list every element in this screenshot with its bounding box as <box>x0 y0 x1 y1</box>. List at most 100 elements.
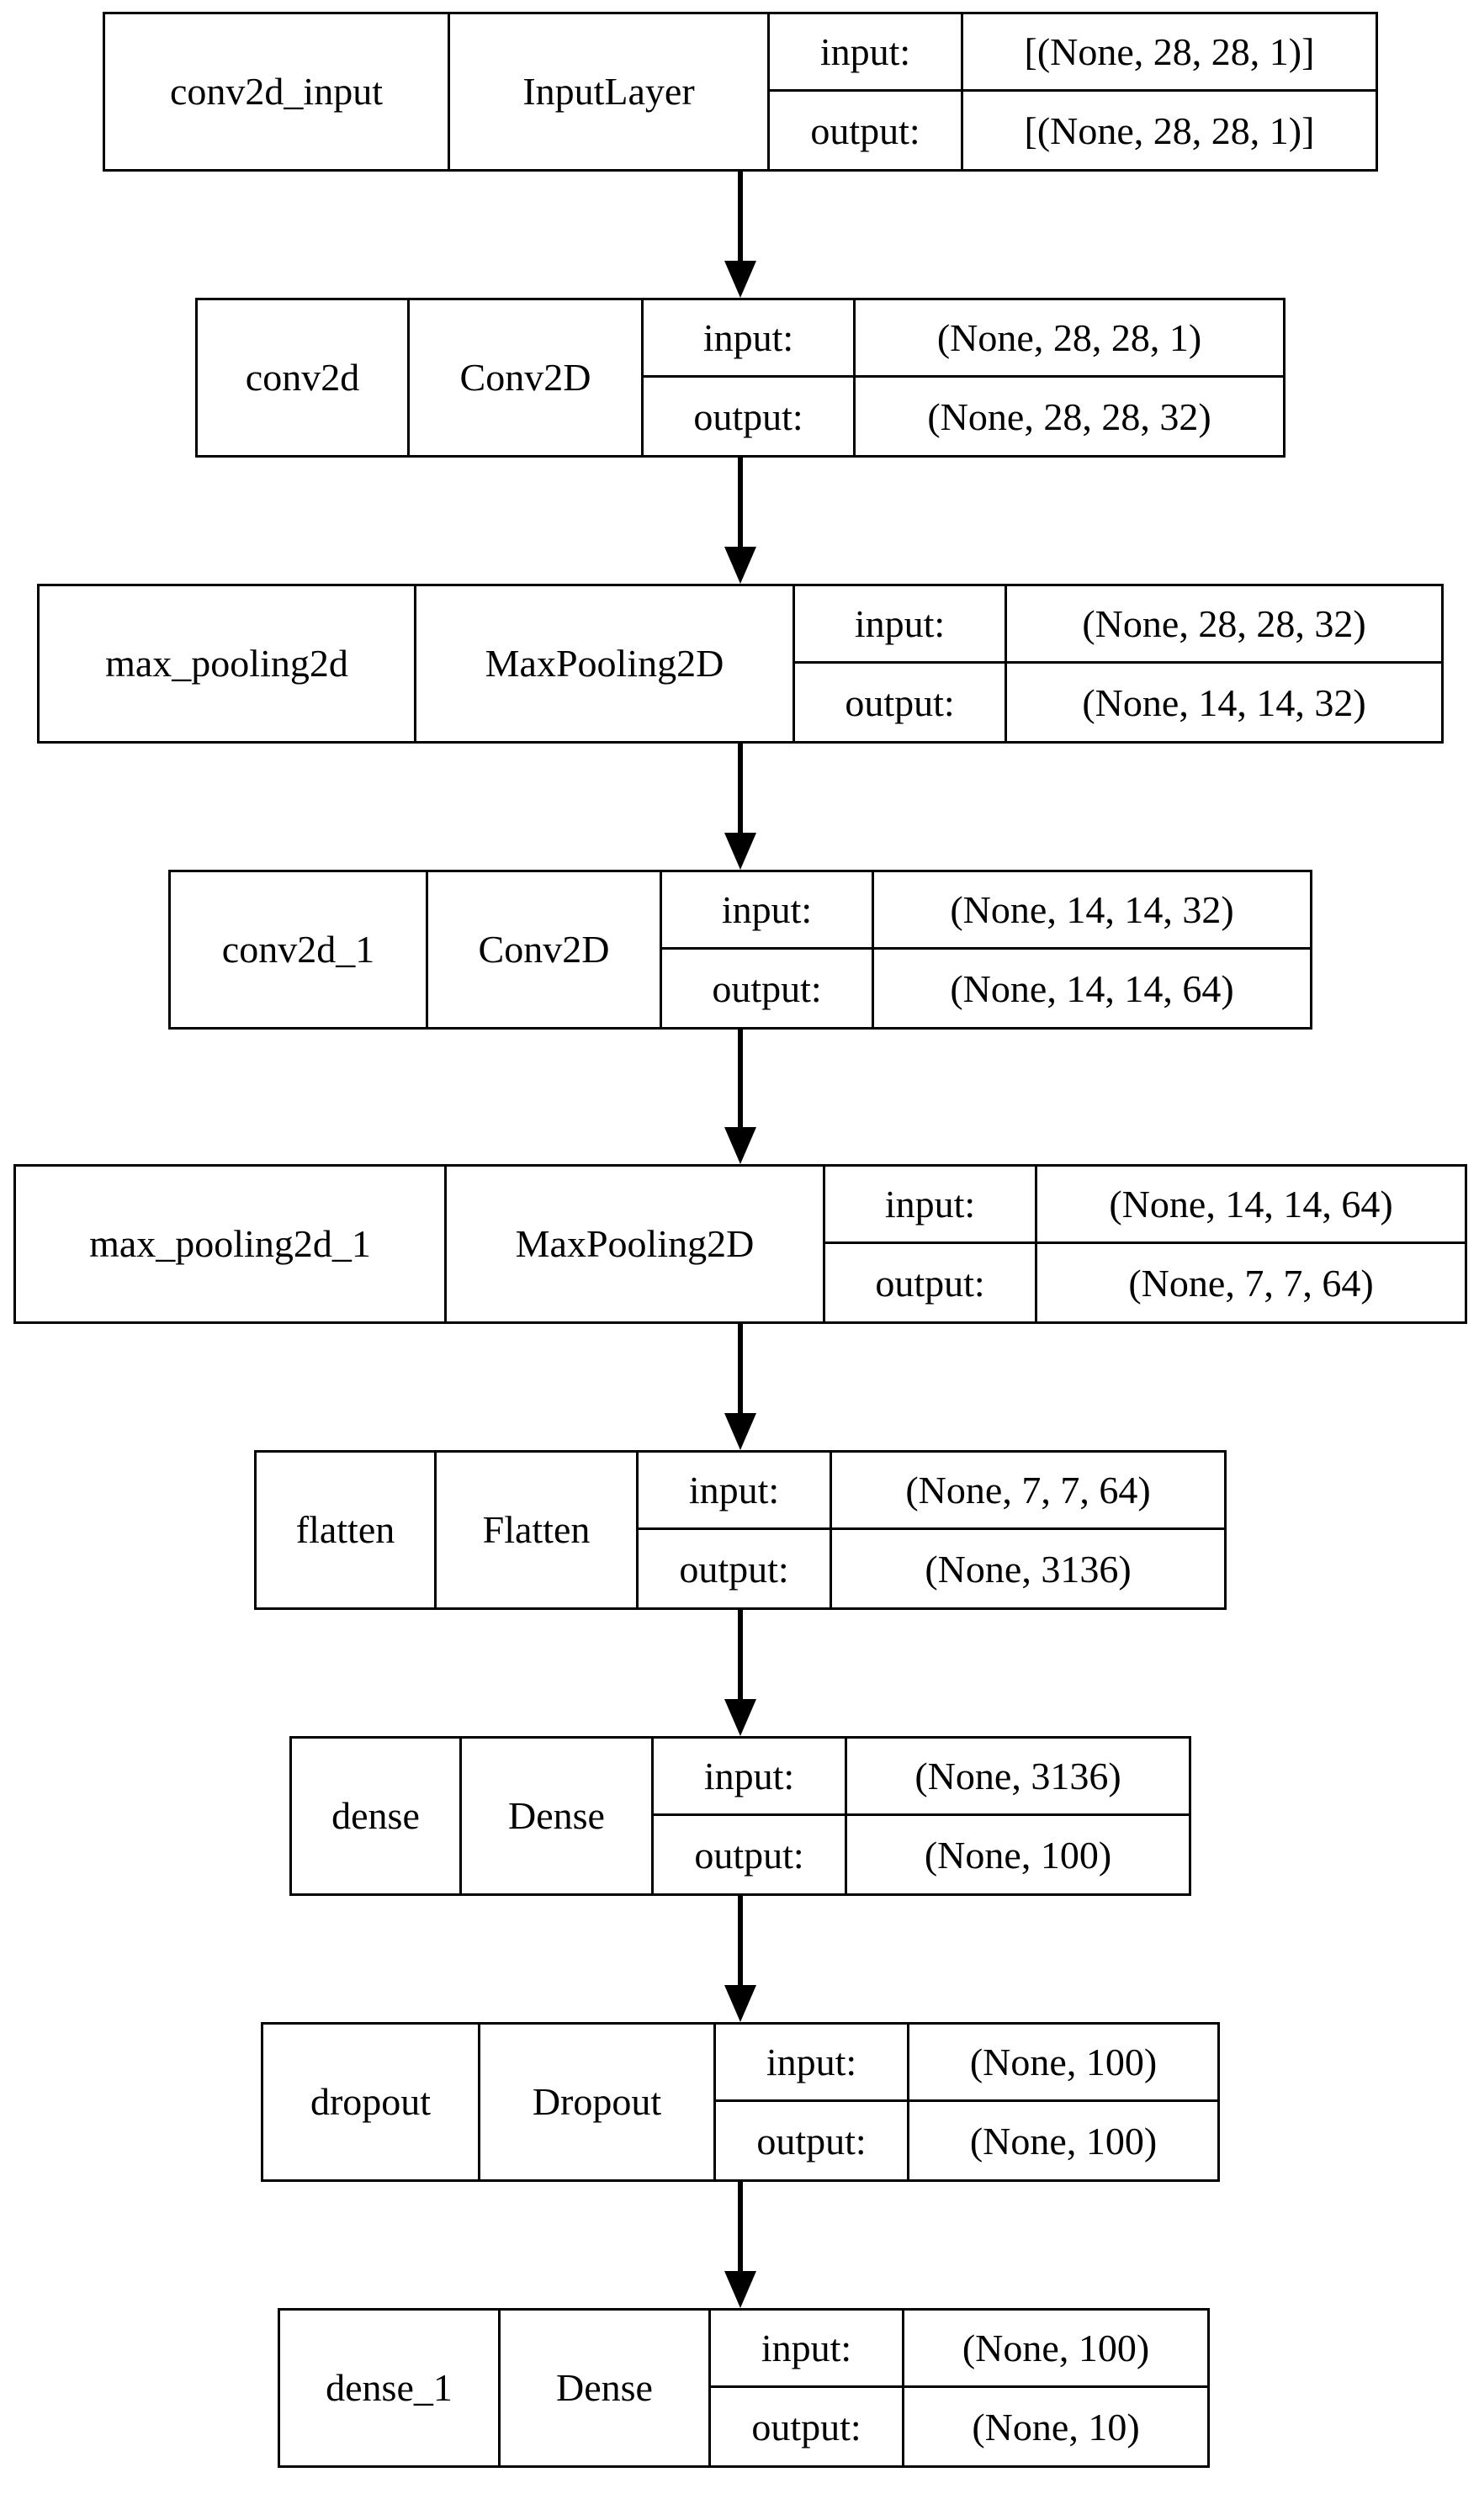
output-shape: (None, 3136) <box>925 1547 1132 1591</box>
layer-output-row: output: (None, 7, 7, 64) <box>825 1244 1465 1321</box>
output-shape: (None, 100) <box>924 1833 1112 1877</box>
input-shape: (None, 100) <box>962 2327 1150 2369</box>
layer-io-table: input: [(None, 28, 28, 1)] output:[(None, … <box>770 14 1376 169</box>
layer-type: Flatten <box>437 1453 639 1607</box>
layer-type: Dense <box>462 1739 654 1893</box>
output-label: output: <box>639 1530 832 1607</box>
layer-io-table: input: (None, 7, 7, 64) output: (None, 3136… <box>639 1453 1224 1607</box>
output-shape: (None, 14, 14, 32) <box>1082 680 1366 724</box>
layer-output-row: output: (None, 10) <box>711 2388 1207 2465</box>
edge-shaft <box>738 172 743 266</box>
layer-io-table: input: (None, 28, 28, 1) output:(None, 28,… <box>644 300 1283 455</box>
layer-io-table: input:(None, 100)output: (None, 100) <box>716 2025 1217 2179</box>
layer-io-table: input: (None, 28, 28, 32) output: (None, 14… <box>795 586 1441 741</box>
layer-name: dense <box>292 1739 462 1893</box>
arrow-head-icon <box>724 2271 756 2308</box>
input-label: input: <box>644 300 856 375</box>
layer-type: InputLayer <box>450 14 770 169</box>
edge-shaft <box>738 1896 743 1990</box>
layer-output-row: output: (None, 14, 14, 64) <box>662 950 1310 1027</box>
output-label: output: <box>825 1244 1037 1321</box>
input-label: input: <box>654 1739 847 1813</box>
layer-input-row: input: (None, 3136) <box>654 1739 1189 1816</box>
layer-type: Dropout <box>480 2025 716 2179</box>
layer-input-row: input: (None, 28, 28, 32) <box>795 586 1441 664</box>
layer-output-row: output: (None, 14, 14, 32) <box>795 664 1441 741</box>
layer-type: MaxPooling2D <box>416 586 795 741</box>
layer-name: dense_1 <box>280 2311 501 2465</box>
output-label: output: <box>711 2388 904 2465</box>
output-shape: (None, 10) <box>972 2405 1140 2449</box>
output-label: output: <box>654 1816 847 1893</box>
input-shape: (None, 7, 7, 64) <box>905 1469 1151 1511</box>
output-shape: (None, 28, 28, 32) <box>927 394 1211 438</box>
edge-shaft <box>738 1030 743 1132</box>
layer-output-row: output:[(None, 28, 28, 1)] <box>770 92 1376 169</box>
arrow-head-icon <box>724 1699 756 1736</box>
output-shape: (None, 7, 7, 64) <box>1128 1261 1374 1305</box>
output-shape: (None, 100) <box>969 2119 1158 2163</box>
layer-io-table: input: (None, 3136) output: (None, 100) <box>654 1739 1189 1893</box>
layer-input-row: input: (None, 14, 14, 32) <box>662 872 1310 950</box>
input-label: input: <box>795 586 1007 661</box>
layer-name: conv2d_input <box>105 14 450 169</box>
layer-type: MaxPooling2D <box>447 1167 825 1321</box>
layer-input-row: input:(None, 14, 14, 64) <box>825 1167 1465 1244</box>
layer-output-row: output: (None, 100) <box>654 1816 1189 1893</box>
arrow-head-icon <box>724 833 756 870</box>
arrow-head-icon <box>724 1127 756 1164</box>
input-label: input: <box>662 872 874 947</box>
layer-name: max_pooling2d_1 <box>16 1167 447 1321</box>
input-shape: (None, 3136) <box>914 1755 1121 1797</box>
edge-shaft <box>738 1324 743 1418</box>
input-shape: [(None, 28, 28, 1)] <box>1024 30 1315 73</box>
layer-name: conv2d <box>198 300 410 455</box>
input-label: input: <box>711 2311 904 2385</box>
layer-type: Conv2D <box>410 300 644 455</box>
input-label: input: <box>825 1167 1037 1241</box>
output-label: output: <box>662 950 874 1027</box>
layer-name: dropout <box>263 2025 480 2179</box>
layer-input-row: input: (None, 28, 28, 1) <box>644 300 1283 378</box>
input-shape: (None, 28, 28, 1) <box>936 316 1202 359</box>
input-label: input: <box>639 1453 832 1527</box>
layer-output-row: output:(None, 28, 28, 32) <box>644 378 1283 455</box>
layer-type: Dense <box>501 2311 711 2465</box>
output-label: output: <box>716 2102 909 2179</box>
output-label: output: <box>770 92 963 169</box>
edge-shaft <box>738 744 743 838</box>
edge-shaft <box>738 458 743 552</box>
input-shape: (None, 28, 28, 32) <box>1082 602 1366 645</box>
layer-name: conv2d_1 <box>171 872 428 1027</box>
edge-shaft <box>738 1610 743 1704</box>
layer-io-table: input: (None, 14, 14, 32) output: (None, 14… <box>662 872 1310 1027</box>
input-shape: (None, 14, 14, 32) <box>950 888 1234 931</box>
output-shape: (None, 14, 14, 64) <box>950 966 1234 1010</box>
layer-input-row: input: (None, 100) <box>711 2311 1207 2388</box>
layer-name: max_pooling2d <box>40 586 416 741</box>
layer-type: Conv2D <box>428 872 662 1027</box>
input-label: input: <box>716 2025 909 2099</box>
arrow-head-icon <box>724 547 756 584</box>
arrow-head-icon <box>724 1413 756 1450</box>
layer-output-row: output: (None, 100) <box>716 2102 1217 2179</box>
layer-input-row: input:(None, 100) <box>716 2025 1217 2102</box>
input-label: input: <box>770 14 963 89</box>
edge-shaft <box>738 2182 743 2276</box>
layer-io-table: input:(None, 14, 14, 64)output: (None, 7,… <box>825 1167 1465 1321</box>
layer-name: flatten <box>257 1453 437 1607</box>
output-label: output: <box>795 664 1007 741</box>
layer-input-row: input: (None, 7, 7, 64) <box>639 1453 1224 1530</box>
layer-io-table: input: (None, 100) output: (None, 10) <box>711 2311 1207 2465</box>
arrow-head-icon <box>724 1985 756 2022</box>
